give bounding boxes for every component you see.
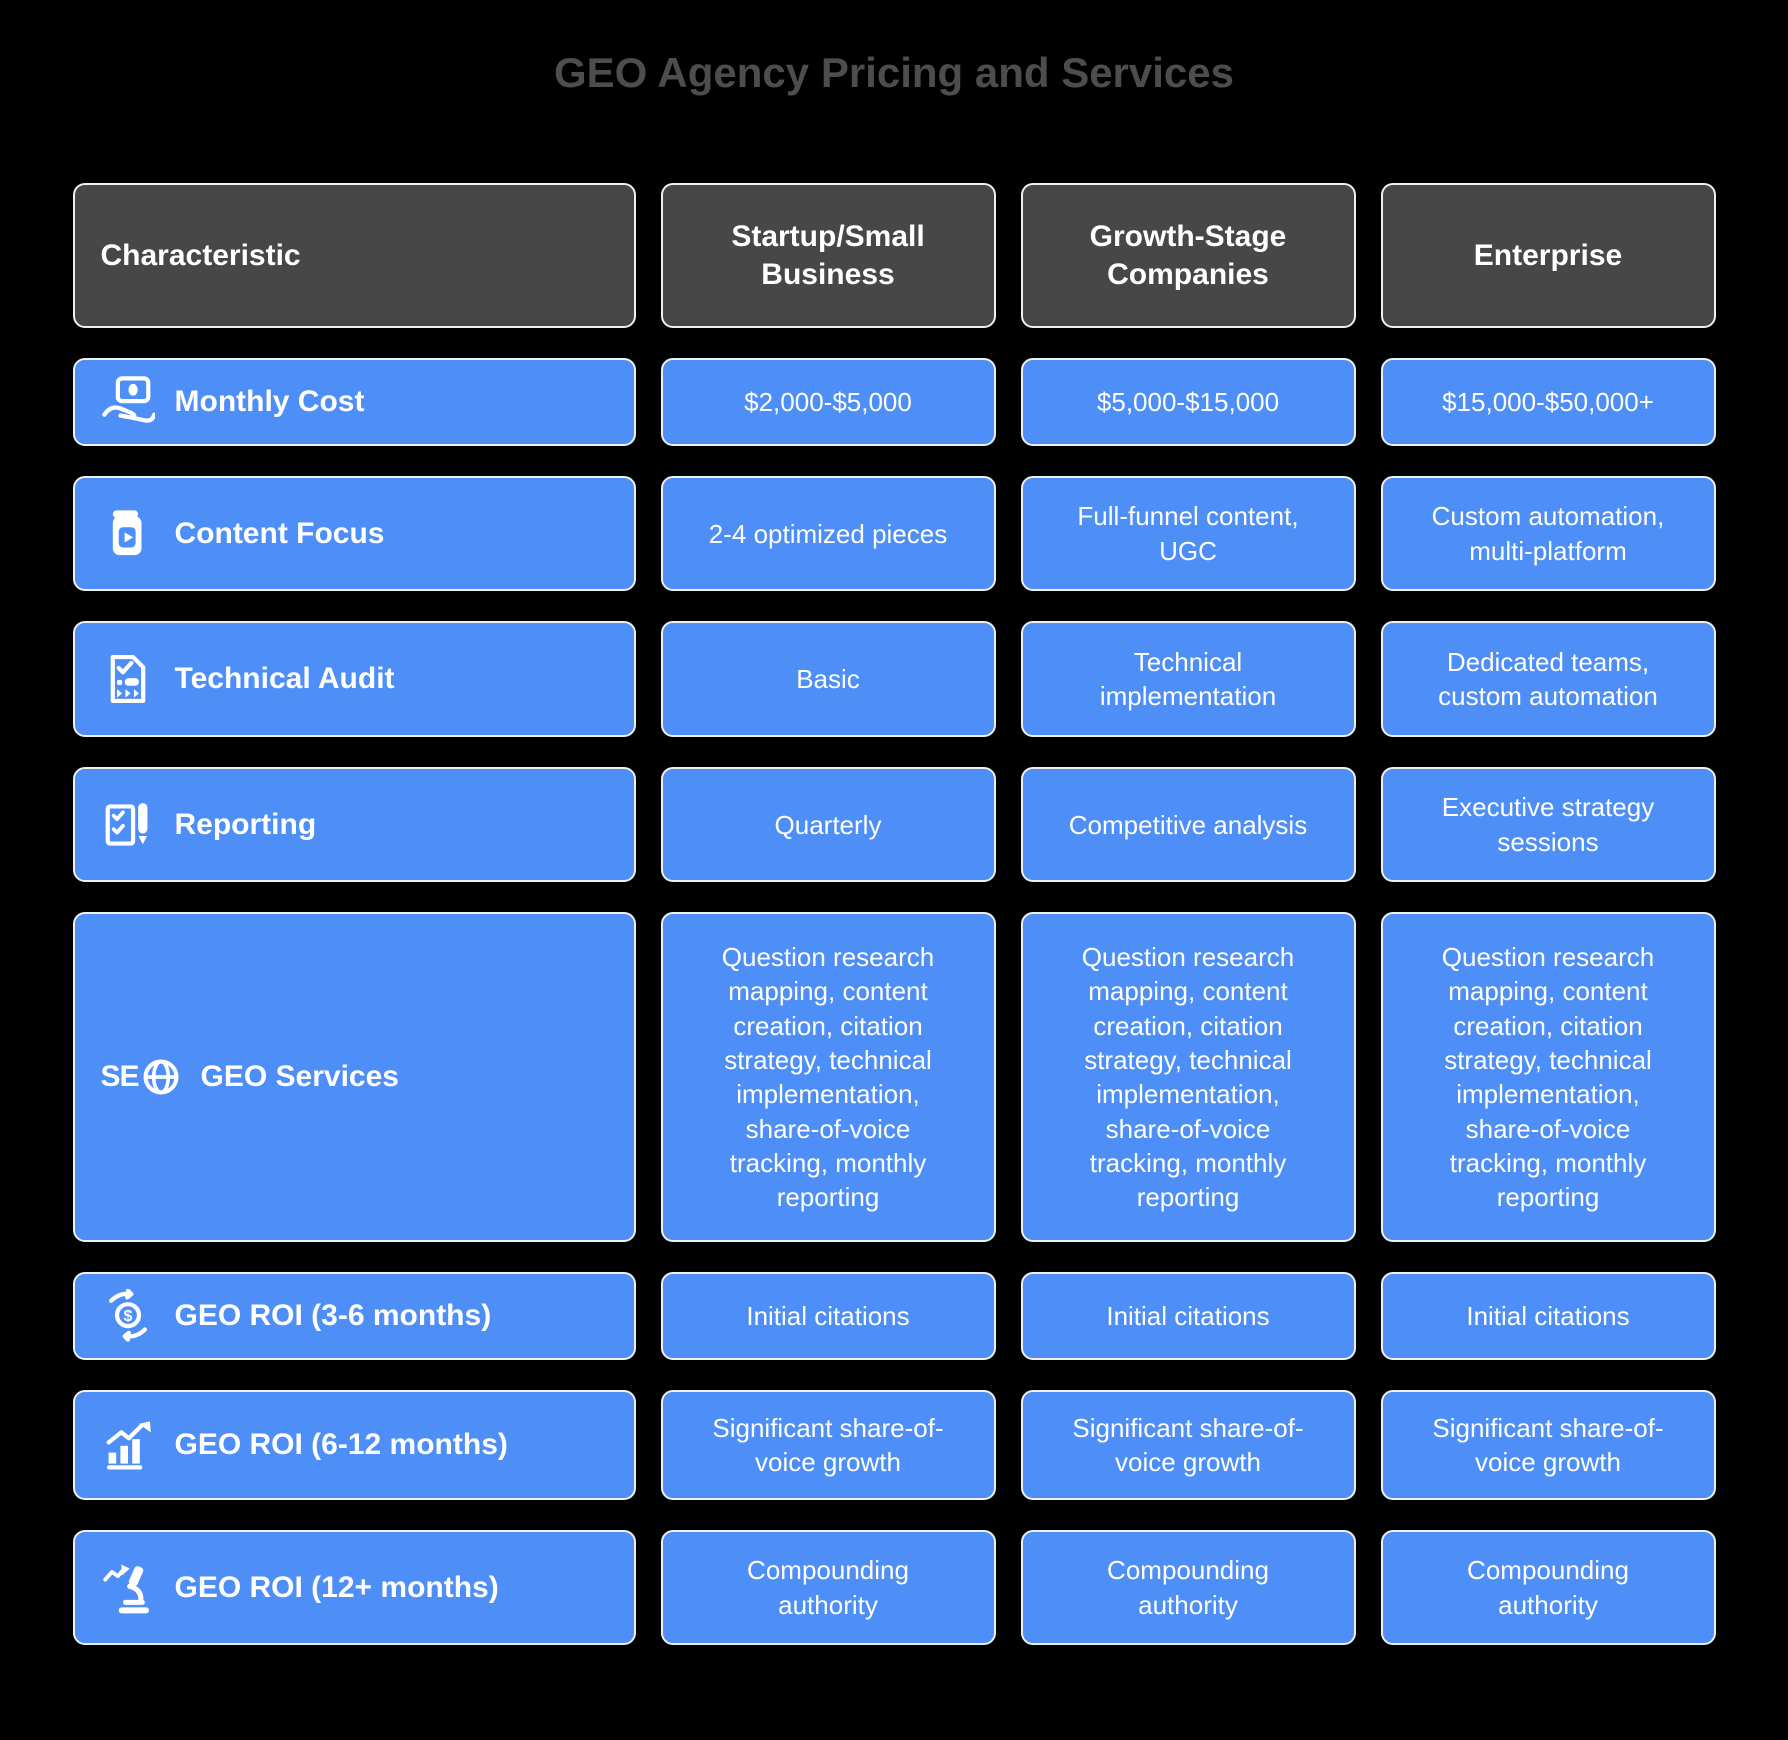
report-pen-icon: [101, 798, 155, 852]
row-label-text: GEO ROI (6-12 months): [174, 1428, 508, 1462]
row-label-text: Monthly Cost: [174, 385, 365, 419]
row-label-geo-services: SE GEO Services: [72, 912, 636, 1243]
cell-geo-roi-12-plus-startup: Compounding authority: [660, 1530, 996, 1646]
cell-reporting-startup: Quarterly: [660, 767, 996, 883]
audit-document-icon: [101, 652, 155, 706]
row-label-geo-roi-6-12-months: GEO ROI (6-12 months): [72, 1390, 636, 1501]
row-label-content-focus: Content Focus: [72, 476, 636, 592]
page-title: GEO Agency Pricing and Services: [553, 49, 1235, 96]
row-label-geo-roi-3-6-months: $ GEO ROI (3-6 months): [72, 1272, 636, 1361]
cell-geo-roi-6-12-growth: Significant share-of-voice growth: [1020, 1390, 1356, 1501]
row-label-text: GEO ROI (3-6 months): [174, 1299, 492, 1333]
cell-geo-roi-3-6-growth: Initial citations: [1020, 1272, 1356, 1361]
cell-geo-services-startup: Question research mapping, content creat…: [660, 912, 996, 1243]
row-label-text: GEO ROI (12+ months): [174, 1570, 499, 1604]
column-header-growth-stage-companies: Growth-Stage Companies: [1020, 183, 1356, 329]
row-label-text: Reporting: [174, 807, 317, 841]
cell-content-focus-enterprise: Custom automation, multi-platform: [1380, 476, 1716, 592]
cell-geo-services-enterprise: Question research mapping, content creat…: [1380, 912, 1716, 1243]
row-label-text: Content Focus: [174, 516, 385, 550]
row-label-text: Technical Audit: [174, 662, 395, 696]
cell-monthly-cost-startup: $2,000-$5,000: [660, 358, 996, 447]
row-label-monthly-cost: Monthly Cost: [72, 358, 636, 447]
cell-geo-roi-12-plus-enterprise: Compounding authority: [1380, 1530, 1716, 1646]
cell-content-focus-growth: Full-funnel content, UGC: [1020, 476, 1356, 592]
row-label-reporting: Reporting: [72, 767, 636, 883]
content-book-icon: [101, 507, 155, 561]
cell-technical-audit-growth: Technical implementation: [1020, 621, 1356, 738]
growth-chart-icon: [101, 1418, 155, 1472]
pricing-table: Characteristic Startup/Small Business Gr…: [72, 183, 1716, 1646]
payment-hand-icon: [101, 375, 155, 429]
row-label-technical-audit: Technical Audit: [72, 621, 636, 738]
cell-geo-roi-3-6-startup: Initial citations: [660, 1272, 996, 1361]
cell-geo-services-growth: Question research mapping, content creat…: [1020, 912, 1356, 1243]
cell-technical-audit-startup: Basic: [660, 621, 996, 738]
cell-monthly-cost-growth: $5,000-$15,000: [1020, 358, 1356, 447]
cell-technical-audit-enterprise: Dedicated teams, custom automation: [1380, 621, 1716, 738]
svg-text:$: $: [123, 1307, 132, 1325]
cell-monthly-cost-enterprise: $15,000-$50,000+: [1380, 358, 1716, 447]
cell-reporting-enterprise: Executive strategy sessions: [1380, 767, 1716, 883]
column-header-characteristic: Characteristic: [72, 183, 636, 329]
microscope-icon: [101, 1561, 155, 1615]
row-label-geo-roi-12-plus-months: GEO ROI (12+ months): [72, 1530, 636, 1646]
cell-geo-roi-6-12-enterprise: Significant share-of-voice growth: [1380, 1390, 1716, 1501]
cell-geo-roi-12-plus-growth: Compounding authority: [1020, 1530, 1356, 1646]
column-header-startup-small-business: Startup/Small Business: [660, 183, 996, 329]
cell-geo-roi-6-12-startup: Significant share-of-voice growth: [660, 1390, 996, 1501]
seo-globe-icon: SE: [101, 1057, 181, 1097]
row-label-text: GEO Services: [200, 1060, 399, 1094]
column-header-enterprise: Enterprise: [1380, 183, 1716, 329]
cell-reporting-growth: Competitive analysis: [1020, 767, 1356, 883]
money-exchange-icon: $: [101, 1289, 155, 1343]
cell-content-focus-startup: 2-4 optimized pieces: [660, 476, 996, 592]
cell-geo-roi-3-6-enterprise: Initial citations: [1380, 1272, 1716, 1361]
